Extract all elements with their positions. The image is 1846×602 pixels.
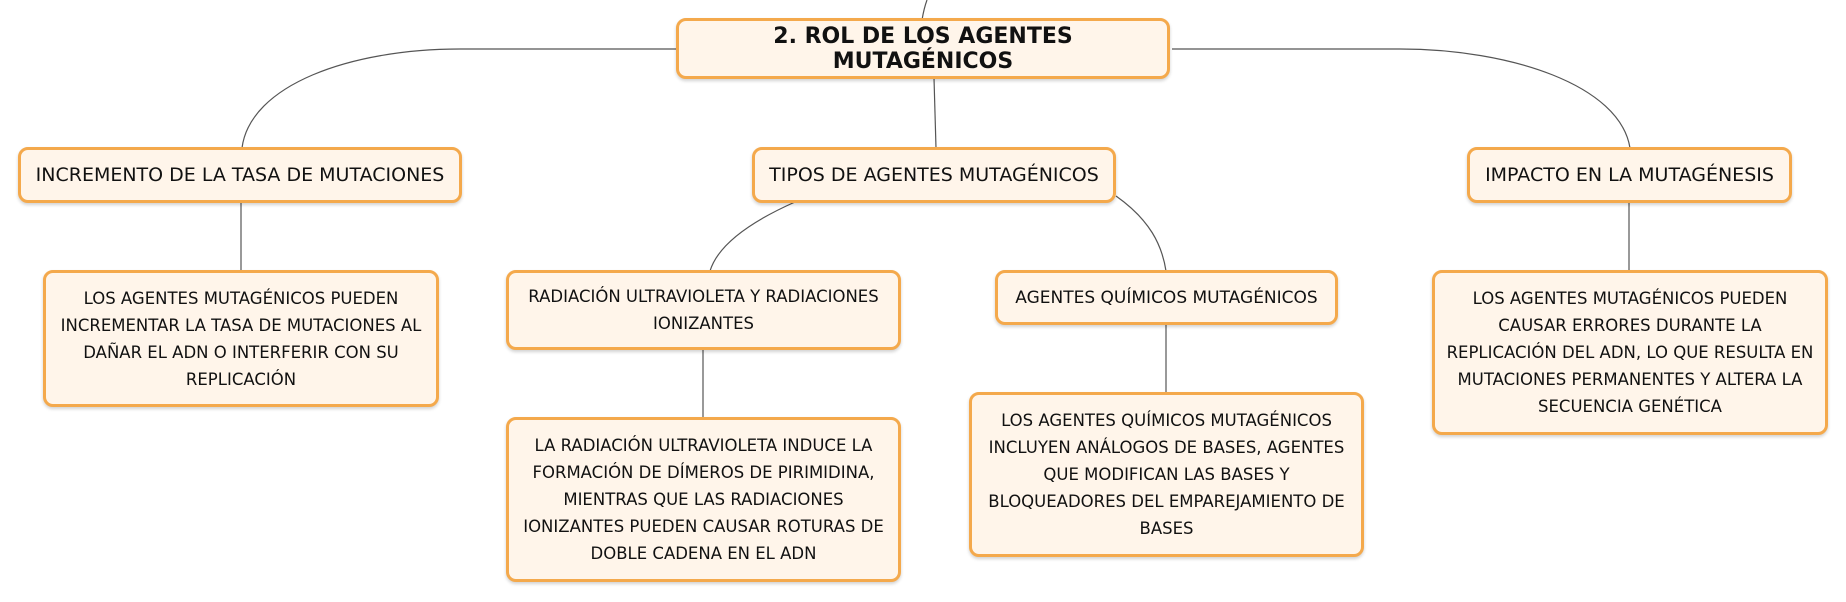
connector-root-to-incremento <box>241 48 678 149</box>
node-quimicos-label: AGENTES QUÍMICOS MUTAGÉNICOS <box>1015 287 1318 308</box>
connector-tipos-to-quimicos <box>1115 195 1167 272</box>
node-radiacion-detail[interactable]: LA RADIACIÓN ULTRAVIOLETA INDUCE LA FORM… <box>506 417 901 582</box>
root-node-label: 2. ROL DE LOS AGENTES MUTAGÉNICOS <box>773 23 1073 74</box>
connector-root-to-tipos <box>933 77 937 149</box>
connector-root-to-impacto <box>1172 48 1631 149</box>
node-tipos[interactable]: TIPOS DE AGENTES MUTAGÉNICOS <box>752 147 1116 203</box>
connector-parent-to-root <box>921 0 928 21</box>
node-tipos-label: TIPOS DE AGENTES MUTAGÉNICOS <box>769 164 1099 186</box>
node-impacto-label: IMPACTO EN LA MUTAGÉNESIS <box>1485 164 1774 186</box>
node-incremento-detail-text: LOS AGENTES MUTAGÉNICOS PUEDEN INCREMENT… <box>60 288 422 389</box>
node-quimicos-detail-text: LOS AGENTES QUÍMICOS MUTAGÉNICOS INCLUYE… <box>988 411 1345 538</box>
node-radiacion-detail-text: LA RADIACIÓN ULTRAVIOLETA INDUCE LA FORM… <box>523 436 884 563</box>
node-impacto-detail-text: LOS AGENTES MUTAGÉNICOS PUEDEN CAUSAR ER… <box>1446 289 1814 416</box>
node-incremento[interactable]: INCREMENTO DE LA TASA DE MUTACIONES <box>18 147 462 203</box>
root-node[interactable]: 2. ROL DE LOS AGENTES MUTAGÉNICOS <box>676 18 1170 79</box>
connector-tipos-to-radiacion <box>709 201 796 272</box>
node-impacto[interactable]: IMPACTO EN LA MUTAGÉNESIS <box>1467 147 1792 203</box>
node-incremento-detail[interactable]: LOS AGENTES MUTAGÉNICOS PUEDEN INCREMENT… <box>43 270 439 407</box>
node-quimicos[interactable]: AGENTES QUÍMICOS MUTAGÉNICOS <box>995 270 1338 325</box>
node-impacto-detail[interactable]: LOS AGENTES MUTAGÉNICOS PUEDEN CAUSAR ER… <box>1432 270 1828 435</box>
node-radiacion[interactable]: RADIACIÓN ULTRAVIOLETA Y RADIACIONES ION… <box>506 270 901 350</box>
node-incremento-label: INCREMENTO DE LA TASA DE MUTACIONES <box>35 164 445 186</box>
node-radiacion-label: RADIACIÓN ULTRAVIOLETA Y RADIACIONES ION… <box>528 287 879 333</box>
node-quimicos-detail[interactable]: LOS AGENTES QUÍMICOS MUTAGÉNICOS INCLUYE… <box>969 392 1364 557</box>
